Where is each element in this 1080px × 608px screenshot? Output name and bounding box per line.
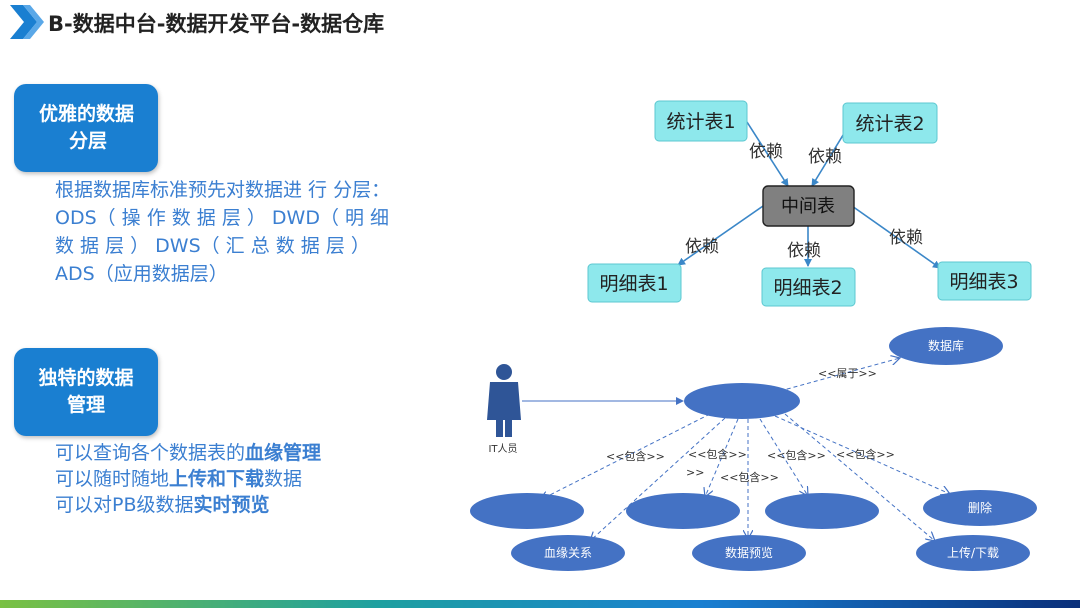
usecase-unlabeled-2 (626, 493, 740, 529)
edge-label-dependency: 依赖 (889, 228, 923, 248)
detail-table-3-label: 明细表3 (949, 271, 1018, 293)
layering-badge: 优雅的数据 分层 (14, 84, 158, 172)
include-edges (540, 413, 950, 541)
usecase-unlabeled-3 (765, 493, 879, 529)
actor-label: IT人员 (488, 443, 517, 455)
edge-middle-detail3 (851, 205, 941, 269)
stat-table-1-node: 统计表1 (654, 100, 748, 142)
edge-label-dependency: 依赖 (787, 241, 821, 261)
layering-description: 根据数据库标准预先对数据进 行 分层： ODS（ 操 作 数 据 层 ） DWD… (55, 179, 391, 285)
middle-table-node: 中间表 (762, 185, 855, 227)
delete-usecase: 删除 (923, 490, 1037, 526)
upload-download-label: 上传/下载 (947, 545, 999, 560)
detail-table-3-node: 明细表3 (937, 261, 1032, 301)
layering-badge-line1: 优雅的数据 (39, 103, 135, 125)
edge-label-dependency: 依赖 (749, 142, 783, 162)
upload-download-usecase: 上传/下载 (916, 535, 1030, 571)
lineage-label: 血缘关系 (544, 546, 592, 560)
include-label-tail: >> (686, 466, 704, 479)
lineage-usecase: 血缘关系 (511, 535, 625, 571)
management-badge: 独特的数据 管理 (14, 348, 158, 436)
stat-table-1-label: 统计表1 (666, 111, 735, 133)
usecase-unlabeled-1 (470, 493, 584, 529)
edge-middle-detail1 (677, 205, 764, 266)
detail-table-2-node: 明细表2 (761, 267, 856, 307)
management-badge-line2: 管理 (66, 394, 105, 416)
edge-stat1-middle (746, 121, 789, 187)
middle-table-label: 中间表 (781, 196, 835, 217)
delete-label: 删除 (968, 500, 992, 515)
include-label: <<包含>> (836, 447, 895, 461)
management-list: 可以查询各个数据表的血缘管理 可以随时随地上传和下载数据 可以对PB级数据实时预… (55, 440, 321, 518)
belongs-label: <<属于>> (818, 367, 877, 380)
stat-table-2-node: 统计表2 (842, 102, 938, 144)
edge-label-dependency: 依赖 (685, 237, 719, 257)
include-label: <<包含>> (606, 449, 665, 463)
list-item: 可以对PB级数据实时预览 (55, 494, 270, 516)
it-staff-actor-icon (487, 364, 521, 437)
database-label: 数据库 (928, 338, 964, 353)
include-label: <<包含>> (720, 470, 779, 484)
layering-badge-line2: 分层 (68, 130, 107, 152)
central-usecase (684, 383, 800, 419)
detail-table-1-label: 明细表1 (599, 273, 668, 295)
bottom-gradient-bar (0, 600, 1080, 608)
title-arrow-icon (10, 5, 44, 39)
include-label: <<包含>> (688, 447, 747, 461)
edge-label-dependency: 依赖 (808, 147, 842, 167)
detail-table-2-label: 明细表2 (773, 277, 842, 299)
page-title: B-数据中台-数据开发平台-数据仓库 (48, 12, 385, 36)
preview-label: 数据预览 (725, 545, 773, 560)
list-item: 可以查询各个数据表的血缘管理 (55, 442, 322, 464)
include-label: <<包含>> (767, 448, 826, 462)
stat-table-2-label: 统计表2 (855, 113, 924, 135)
detail-table-1-node: 明细表1 (587, 263, 682, 303)
database-usecase: 数据库 (889, 327, 1003, 365)
list-item: 可以随时随地上传和下载数据 (55, 468, 303, 490)
preview-usecase: 数据预览 (692, 535, 806, 571)
management-badge-line1: 独特的数据 (38, 367, 134, 389)
